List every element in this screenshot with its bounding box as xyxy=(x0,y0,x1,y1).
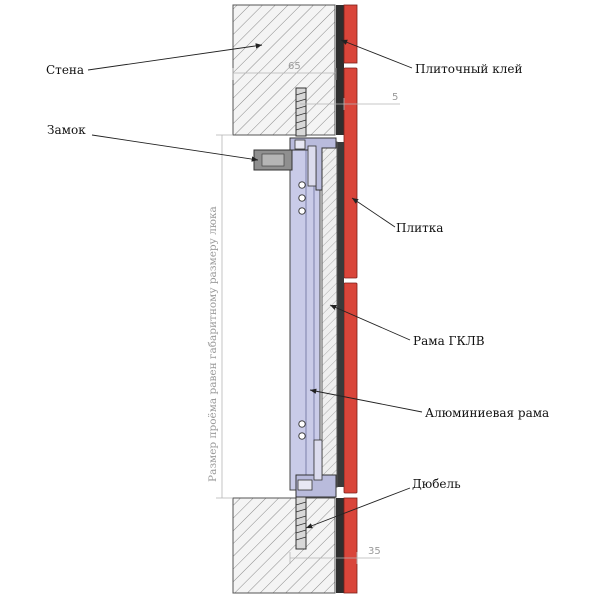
screw-hole-1 xyxy=(298,181,306,189)
leader-dowel xyxy=(305,487,411,529)
wall-block-bottom xyxy=(232,497,336,594)
dowel-top xyxy=(295,87,307,137)
gklv-frame xyxy=(321,141,338,488)
adhesive-strip-bottom xyxy=(336,498,344,593)
label-tile: Плитка xyxy=(396,221,443,235)
leader-lock xyxy=(91,134,259,162)
tile-bottom xyxy=(343,497,358,594)
dim-5-text: 5 xyxy=(392,92,398,103)
aluminum-frame xyxy=(289,149,321,491)
label-wall: Стена xyxy=(46,63,84,77)
label-dowel: Дюбель xyxy=(412,477,461,491)
adhesive-strip-top xyxy=(336,5,344,135)
dimension-65 xyxy=(232,68,337,80)
dim-65-text: 65 xyxy=(288,61,301,72)
tile-top xyxy=(343,4,358,64)
screw-hole-5 xyxy=(298,432,306,440)
label-tile-adhesive: Плиточный клей xyxy=(415,62,522,76)
leader-tile xyxy=(351,197,396,228)
label-lock: Замок xyxy=(47,123,86,137)
dim-opening-text: Размер проёма равен габаритному размеру … xyxy=(207,206,219,482)
wall-block-top xyxy=(232,4,336,136)
screw-hole-2 xyxy=(298,194,306,202)
dimension-5 xyxy=(300,98,400,110)
dimension-35 xyxy=(289,552,380,564)
leader-wall xyxy=(87,43,263,71)
tile-lower-hatch xyxy=(343,282,358,494)
dim-35-text: 35 xyxy=(368,546,381,557)
leader-gklv xyxy=(329,304,411,341)
dimension-opening xyxy=(216,134,232,499)
screw-hole-3 xyxy=(298,207,306,215)
leader-adhesive xyxy=(340,39,413,69)
tile-upper-hatch xyxy=(343,67,358,279)
label-aluminum-frame: Алюминиевая рама xyxy=(425,406,549,420)
screw-hole-4 xyxy=(298,420,306,428)
hatch-adhesive xyxy=(337,142,344,487)
label-gklv-frame: Рама ГКЛВ xyxy=(413,334,485,348)
leader-aluminum xyxy=(309,388,423,413)
